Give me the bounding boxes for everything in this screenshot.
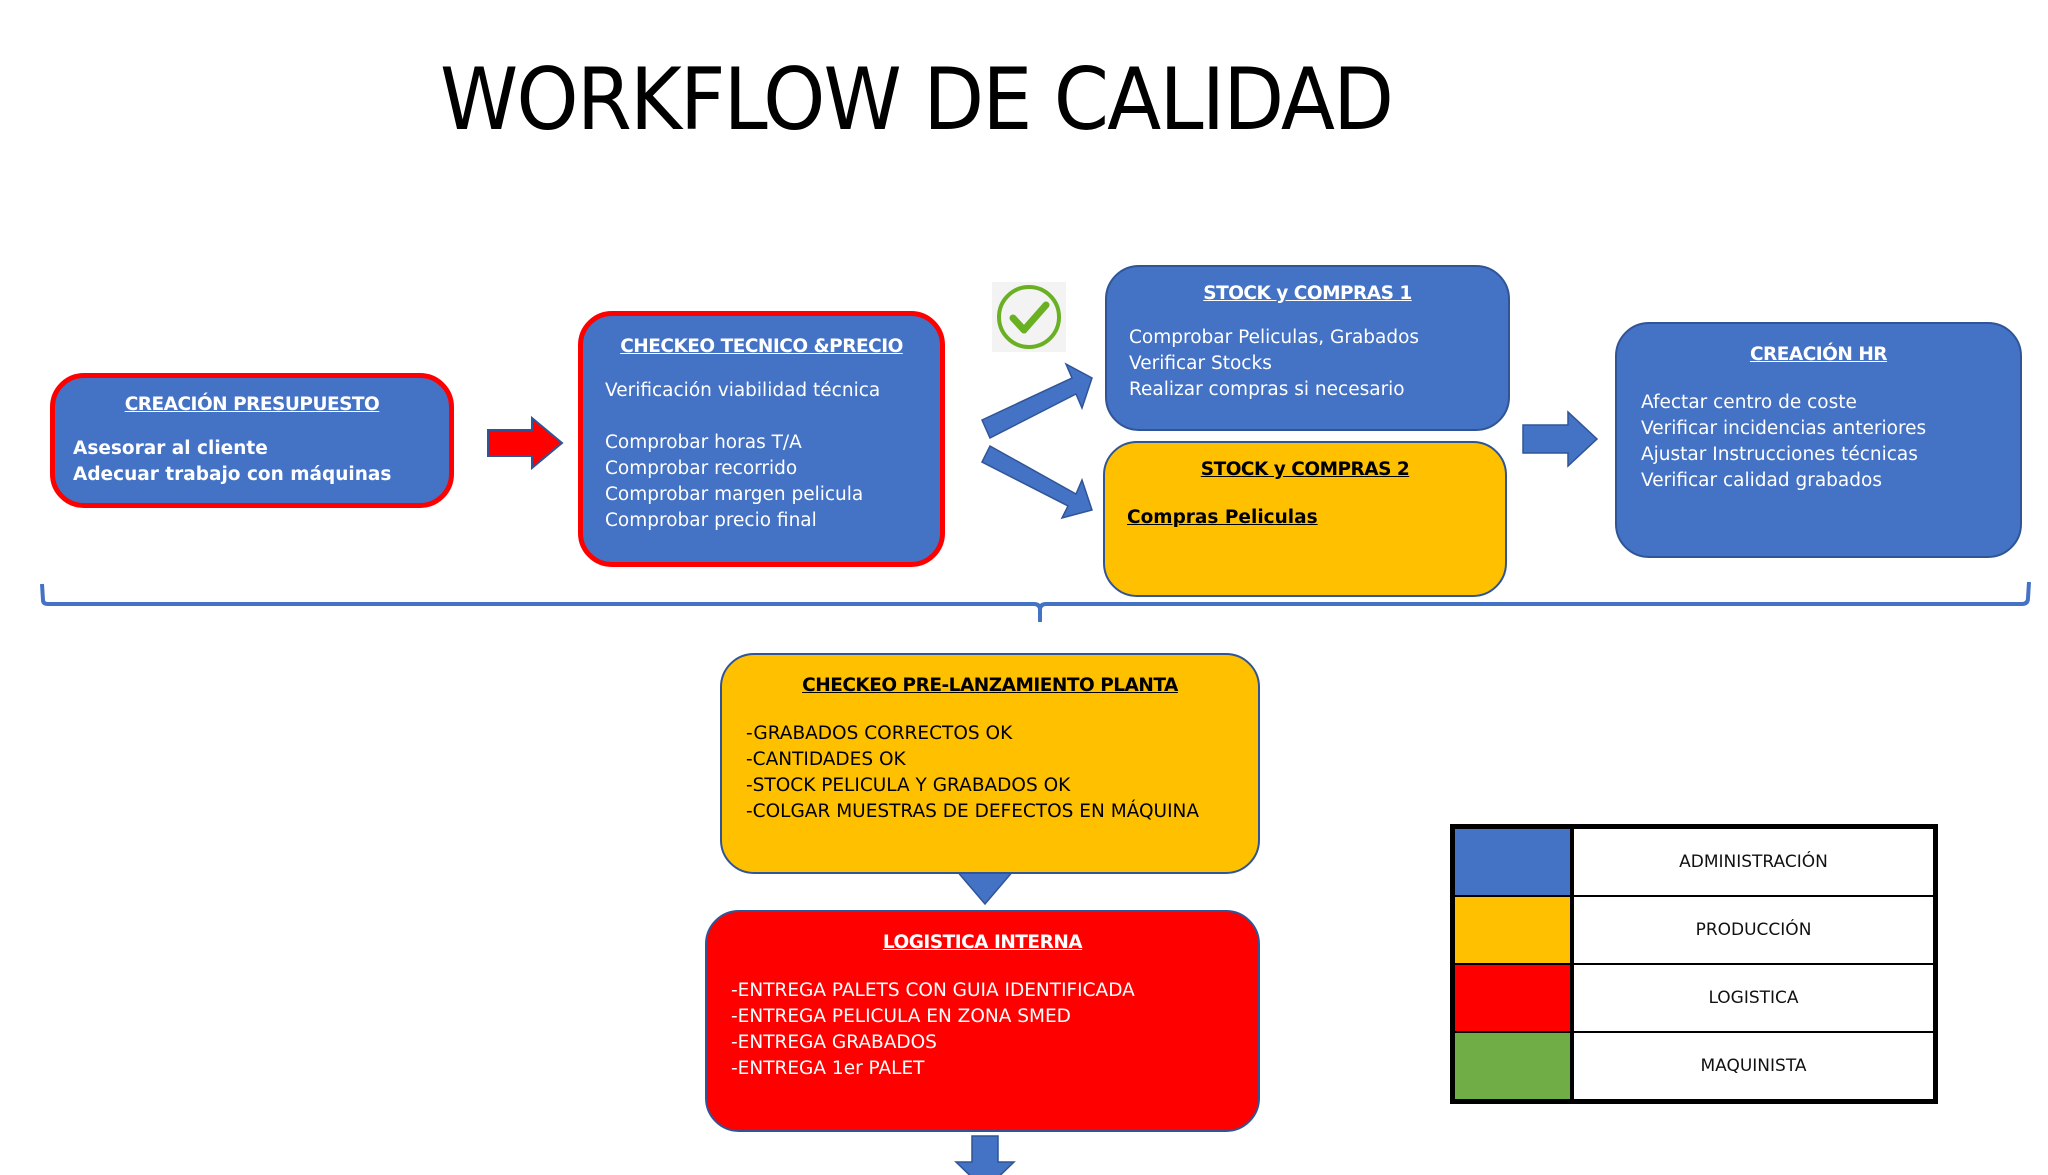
arrow-right-red-icon (487, 415, 564, 471)
step-item: Ajustar Instrucciones técnicas (1641, 444, 1918, 465)
legend-swatch (1455, 1033, 1570, 1099)
step-title: CREACIÓN PRESUPUESTO (124, 394, 380, 415)
legend-row: ADMINISTRACIÓN (1455, 829, 1933, 895)
grouping-brace (40, 581, 2031, 622)
color-legend: ADMINISTRACIÓN PRODUCCIÓN LOGISTICA MAQU… (1450, 824, 1938, 1104)
legend-row: PRODUCCIÓN (1455, 897, 1933, 963)
arrow-down-right-icon (980, 444, 1093, 520)
legend-label: ADMINISTRACIÓN (1574, 829, 1933, 895)
legend-swatch (1455, 829, 1570, 895)
step-item: Adecuar trabajo con máquinas (73, 464, 392, 485)
step-checkeo-tecnico: CHECKEO TECNICO &PRECIO Verificación via… (578, 311, 945, 567)
step-item: -ENTREGA GRABADOS (731, 1032, 937, 1053)
step-item: Afectar centro de coste (1641, 392, 1857, 413)
step-item: -ENTREGA 1er PALET (731, 1058, 925, 1079)
legend-label: MAQUINISTA (1574, 1033, 1933, 1099)
step-creacion-presupuesto: CREACIÓN PRESUPUESTO Asesorar al cliente… (50, 373, 454, 508)
step-item: Verificar incidencias anteriores (1641, 418, 1927, 439)
step-intro: Verificación viabilidad técnica (605, 380, 881, 401)
step-checkeo-prelanzamiento: CHECKEO PRE-LANZAMIENTO PLANTA -GRABADOS… (720, 653, 1260, 874)
step-title: CREACIÓN HR (1749, 344, 1888, 365)
step-item: Comprobar horas T/A (605, 432, 802, 453)
arrow-down-icon (954, 1135, 1016, 1175)
arrow-right-blue-icon (1522, 410, 1599, 468)
step-item: Comprobar recorrido (605, 458, 798, 479)
step-item: Asesorar al cliente (73, 438, 268, 459)
legend-label: PRODUCCIÓN (1574, 897, 1933, 963)
step-title: STOCK y COMPRAS 1 (1203, 283, 1412, 304)
page-title: WORKFLOW DE CALIDAD (440, 50, 1394, 150)
step-item: Verificar Stocks (1129, 353, 1272, 374)
legend-swatch (1455, 965, 1570, 1031)
step-item: Compras Peliculas (1127, 507, 1318, 528)
step-logistica-interna: LOGISTICA INTERNA -ENTREGA PALETS CON GU… (705, 910, 1260, 1132)
step-item: -GRABADOS CORRECTOS OK (746, 723, 1013, 744)
step-item: Comprobar precio final (605, 510, 817, 531)
step-item: Verificar calidad grabados (1641, 470, 1882, 491)
arrow-up-right-icon (981, 362, 1093, 440)
step-title: LOGISTICA INTERNA (882, 932, 1083, 953)
legend-swatch (1455, 897, 1570, 963)
step-item: -ENTREGA PELICULA EN ZONA SMED (731, 1006, 1071, 1027)
step-creacion-hr: CREACIÓN HR Afectar centro de coste Veri… (1615, 322, 2022, 558)
step-stock-compras-1: STOCK y COMPRAS 1 Comprobar Peliculas, G… (1105, 265, 1510, 431)
step-item: -CANTIDADES OK (746, 749, 906, 770)
step-item: -COLGAR MUESTRAS DE DEFECTOS EN MÁQUINA (746, 801, 1200, 822)
checkmark-icon (992, 282, 1066, 352)
step-title: CHECKEO PRE-LANZAMIENTO PLANTA (802, 675, 1178, 696)
legend-label: LOGISTICA (1574, 965, 1933, 1031)
step-item: Comprobar margen pelicula (605, 484, 864, 505)
step-item: Realizar compras si necesario (1129, 379, 1405, 400)
step-item: Comprobar Peliculas, Grabados (1129, 327, 1420, 348)
legend-row: LOGISTICA (1455, 965, 1933, 1031)
step-stock-compras-2: STOCK y COMPRAS 2 Compras Peliculas (1103, 441, 1507, 597)
step-title: STOCK y COMPRAS 2 (1200, 459, 1410, 480)
legend-row: MAQUINISTA (1455, 1033, 1933, 1099)
step-item: -STOCK PELICULA Y GRABADOS OK (746, 775, 1071, 796)
step-item: -ENTREGA PALETS CON GUIA IDENTIFICADA (731, 980, 1135, 1001)
step-title: CHECKEO TECNICO &PRECIO (620, 336, 903, 357)
